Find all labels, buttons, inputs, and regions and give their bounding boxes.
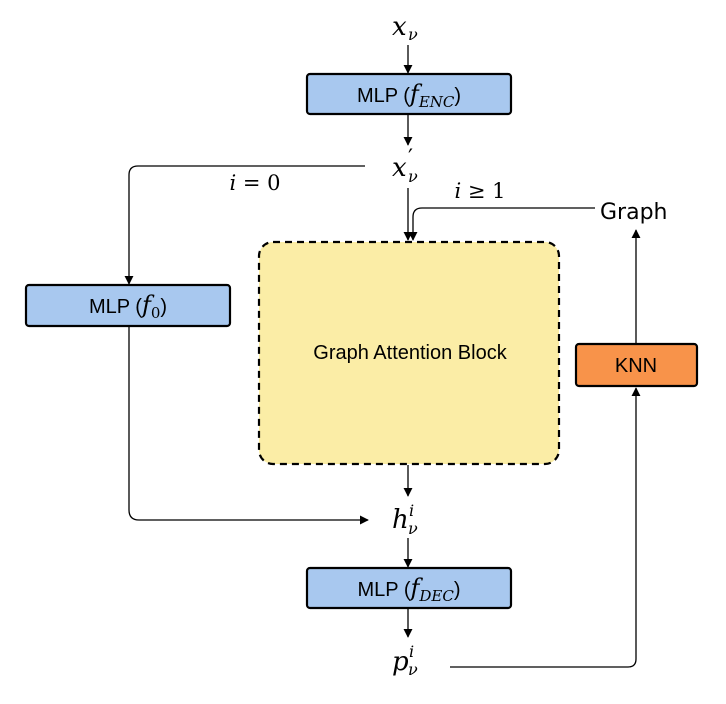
mlp-f0-box <box>24 283 232 328</box>
edge-p-to-knn <box>450 387 641 668</box>
graph-attention-label: Graph Attention Block <box>313 342 507 364</box>
mlp-enc-box <box>305 72 513 116</box>
edge-graph-to-attention <box>408 207 595 241</box>
mlp-dec-box <box>305 566 513 610</box>
x-prime-sub: ν <box>408 167 418 186</box>
mlp-dec-label: MLP (fDEC) <box>358 574 461 605</box>
graph-label: Graph <box>600 200 667 225</box>
p-output-label: p i ν <box>392 642 418 679</box>
p-output-sub: ν <box>408 660 418 679</box>
edge-f0-to-h <box>128 327 369 525</box>
p-output-sup: i <box>409 642 414 661</box>
x-prime-mark: ′ <box>408 146 413 171</box>
h-output-sub: ν <box>408 519 418 538</box>
edge-label-i-eq-0: i = 0 <box>229 171 280 195</box>
x-input-sub: ν <box>408 25 418 44</box>
p-output-base: p <box>392 647 409 677</box>
h-output-base: h <box>392 505 409 535</box>
x-prime-label: x ′ ν <box>392 146 418 186</box>
h-output-sup: i <box>409 501 414 520</box>
knn-box <box>574 342 699 388</box>
x-input-base: x <box>392 12 407 42</box>
mlp-enc-label: MLP (fENC) <box>357 80 461 111</box>
edge-label-i-ge-1: i ≥ 1 <box>454 179 505 203</box>
knn-label: KNN <box>615 355 657 377</box>
edge-xprime-to-f0 <box>124 165 365 285</box>
x-input-label: x ν <box>392 12 418 44</box>
x-prime-base: x <box>392 153 407 183</box>
h-output-label: h i ν <box>392 501 418 538</box>
graph-attention-block <box>257 240 561 466</box>
